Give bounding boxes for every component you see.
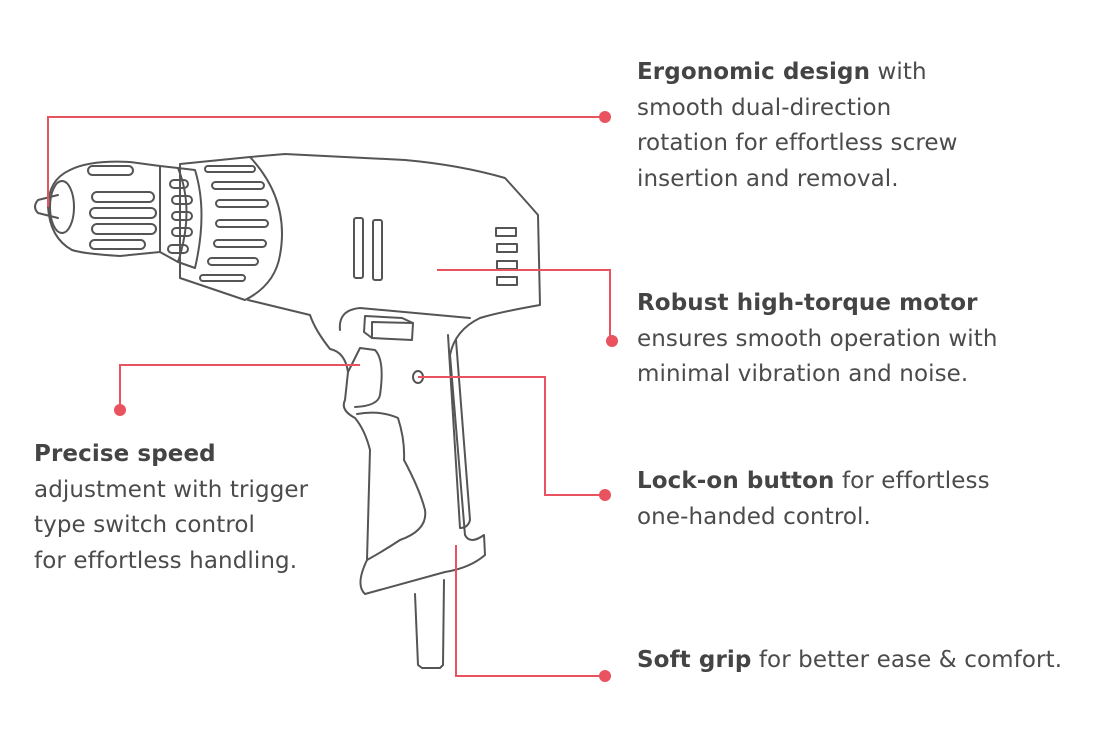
callout-dot-ergonomic [599,111,611,123]
callout-text: with [870,59,927,85]
callout-speed: Precise speed adjustment with trigger ty… [34,437,308,579]
chuck-grooves [87,165,157,250]
callout-lines [47,116,611,677]
callout-title: Precise speed [34,441,216,467]
callout-text: smooth dual-direction [637,94,892,121]
chuck-tip [34,194,59,219]
callout-text: for effortless handling. [34,547,298,574]
callout-title: Robust high-torque motor [637,290,978,316]
callout-lock: Lock-on button for effortless one-handed… [637,464,990,535]
chuck-body [69,160,161,257]
callout-dot-grip [599,670,611,682]
callout-title: Lock-on button [637,468,835,494]
power-cord [414,579,445,669]
callout-text: one-handed control. [637,503,871,530]
motor-cap [179,156,283,301]
callout-motor: Robust high-torque motor ensures smooth … [637,286,998,393]
callout-text: for effortless [834,468,990,494]
callout-text: ensures smooth operation with [637,325,998,352]
callout-text: adjustment with trigger [34,476,309,503]
callout-title: Ergonomic design [637,59,871,85]
grip-inner [338,307,471,331]
callout-text: type switch control [34,512,256,538]
callout-text: rotation for effortless screw [637,130,958,156]
callout-title: Soft grip [637,647,752,673]
callout-text: insertion and removal. [637,165,899,192]
lock-switch [363,315,414,341]
callout-dot-motor [606,335,618,347]
callout-grip: Soft grip for better ease & comfort. [637,643,1062,679]
soft-grip [356,411,427,561]
callout-ergonomic: Ergonomic design with smooth dual-direct… [637,55,958,197]
callout-text: for better ease & comfort. [751,647,1063,673]
callout-text: minimal vibration and noise. [637,361,969,387]
callout-dot-lock [599,489,611,501]
callout-dot-speed [114,404,126,416]
